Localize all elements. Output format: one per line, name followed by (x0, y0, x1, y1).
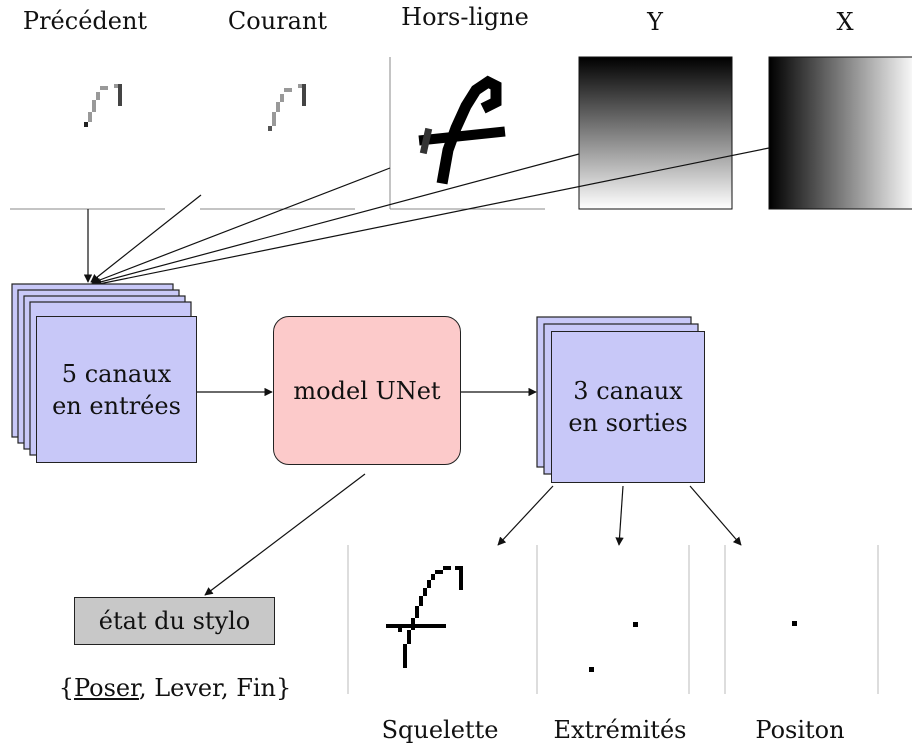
pen-state-options-open: { (58, 674, 74, 702)
offline-input-label: Hors-ligne (401, 3, 529, 31)
position-output-thumbnail (792, 621, 797, 626)
input-channels-line1: 5 canaux (61, 359, 172, 388)
x-gradient-map (768, 56, 912, 210)
position-output-label: Positon (755, 716, 845, 744)
flow-arrows (197, 387, 742, 596)
previous-stroke-thumbnail (84, 84, 122, 127)
output-separators (347, 545, 879, 694)
pen-state-option-selected: Poser (73, 674, 139, 702)
pen-state-options-rest: , Lever, Fin} (138, 674, 292, 702)
output-channels-line1: 3 canaux (573, 377, 683, 405)
output-channels-box: 3 canaux en sorties (551, 331, 705, 483)
current-input-label: Courant (227, 7, 328, 35)
input-wires (83, 147, 770, 288)
y-input-label: Y (647, 8, 663, 36)
input-channels-line2: en entrées (52, 391, 181, 420)
x-input-label: X (836, 8, 854, 36)
unet-model-label: model UNet (293, 376, 441, 405)
pen-state-box: état du stylo (74, 597, 275, 645)
input-channels-box: 5 canaux en entrées (36, 316, 197, 463)
unet-model-box: model UNet (273, 316, 461, 465)
skeleton-output-thumbnail (386, 566, 463, 668)
skeleton-output-label: Squelette (381, 716, 499, 744)
y-gradient-map (578, 56, 733, 210)
pen-state-label: état du stylo (98, 607, 251, 635)
endpoints-output-label: Extrémités (553, 716, 687, 744)
endpoints-output-thumbnail (589, 622, 638, 672)
current-stroke-thumbnail (268, 84, 306, 131)
output-channels-line2: en sorties (568, 409, 688, 437)
offline-handwriting-thumbnail (418, 75, 506, 185)
previous-input-label: Précédent (22, 7, 148, 35)
pen-state-options: {Poser, Lever, Fin} (30, 674, 320, 702)
